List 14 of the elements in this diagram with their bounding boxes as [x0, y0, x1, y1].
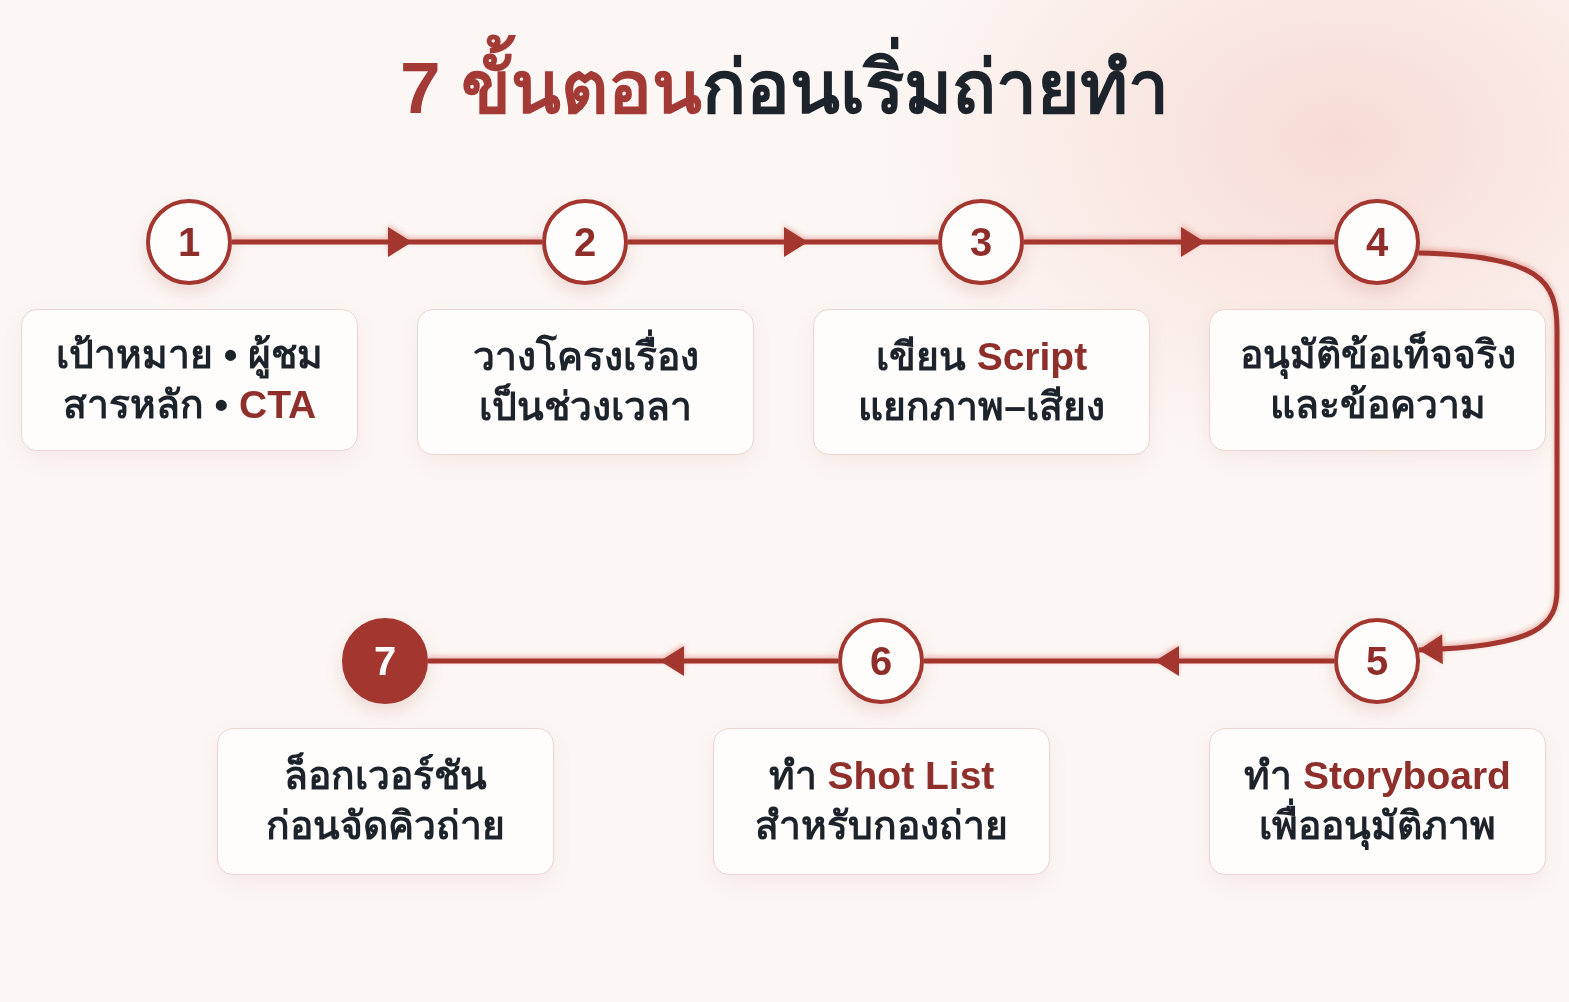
- arrow: [1024, 227, 1334, 257]
- step-card: เขียน Script แยกภาพ–เสียง: [813, 309, 1150, 455]
- step-card: เป้าหมาย • ผู้ชม สารหลัก • CTA: [21, 309, 358, 451]
- arrow: [1418, 250, 1560, 664]
- step-card: ทำ Shot List สำหรับกองถ่าย: [713, 728, 1050, 875]
- arrow: [428, 646, 838, 676]
- arrow: [232, 227, 542, 257]
- step-card: ทำ Storyboard เพื่ออนุมัติภาพ: [1209, 728, 1546, 875]
- step-card: ล็อกเวอร์ชันก่อนจัดคิวถ่าย: [217, 728, 554, 875]
- arrow: [924, 646, 1334, 676]
- step-card: วางโครงเรื่องเป็นช่วงเวลา: [417, 309, 754, 455]
- step-card: อนุมัติข้อเท็จจริงและข้อความ: [1209, 309, 1546, 451]
- arrow: [628, 227, 938, 257]
- title: 7 ขั้นตอนก่อนเริ่มถ่ายทำ: [384, 30, 1185, 146]
